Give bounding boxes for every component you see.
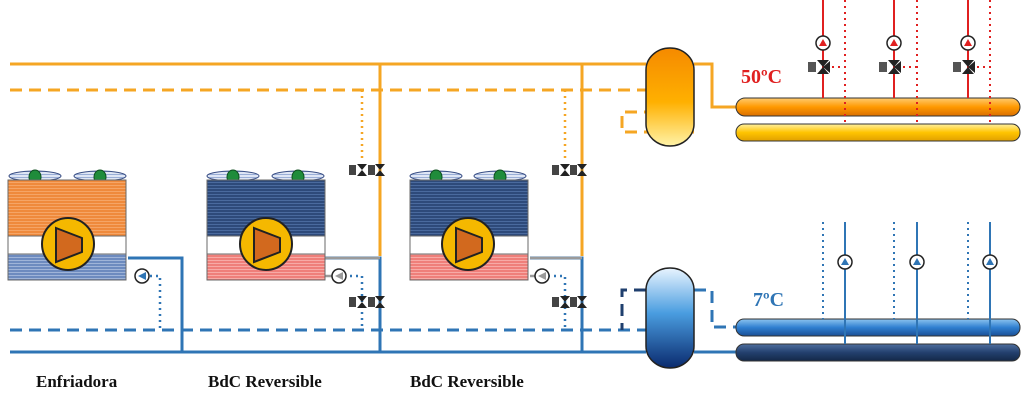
heatpump-1-label: BdC Reversible	[208, 372, 322, 391]
cold-return-collector	[735, 343, 1021, 362]
hot-circuit-pumps	[815, 35, 976, 51]
hot-temperature-label: 50ºC	[741, 66, 783, 88]
hot-return-branches	[360, 90, 567, 162]
hot-circuits	[808, 0, 991, 124]
hot-return-collector	[735, 123, 1021, 142]
changeover-valves-1	[349, 164, 385, 308]
heatpump-2-label: BdC Reversible	[410, 372, 524, 391]
hot-buffer-tank	[645, 47, 695, 147]
hot-return-main	[10, 88, 694, 134]
chiller-unit	[7, 169, 127, 281]
chiller-label: Enfriadora	[36, 372, 118, 391]
pump-icon-chiller	[134, 268, 150, 284]
cold-temperature-label: 7ºC	[753, 289, 785, 311]
heatpump-unit-2	[409, 169, 529, 281]
hot-supply-collector	[735, 97, 1021, 117]
three-way-valves	[808, 60, 975, 74]
cold-return-main	[10, 288, 738, 332]
cold-buffer-tank	[645, 267, 695, 369]
heatpump-unit-1	[206, 169, 326, 281]
pump-icon-heatpump-2	[534, 268, 550, 284]
cold-circuits	[822, 222, 998, 344]
changeover-valves-2	[552, 164, 587, 308]
cold-bypass-left	[620, 288, 646, 330]
pump-icon-heatpump-1	[331, 268, 347, 284]
cold-return-branches	[150, 274, 567, 330]
cold-circuit-pumps	[837, 254, 998, 270]
cold-supply-collector	[735, 318, 1021, 337]
hot-supply-main	[10, 62, 738, 256]
